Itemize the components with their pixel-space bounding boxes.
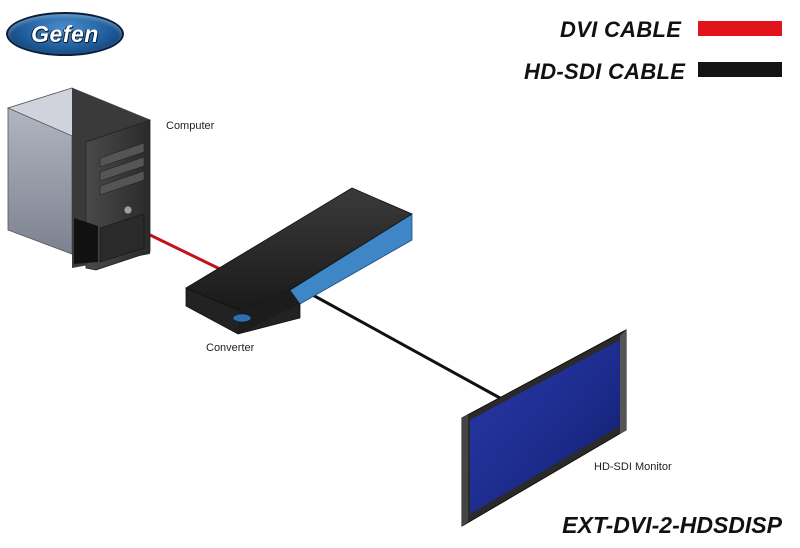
dvi-cable (147, 232, 223, 272)
hdsdi-cable (299, 286, 501, 400)
logo-text: Gefen (31, 20, 99, 47)
legend-label-hdsdi: HD-SDI CABLE (524, 59, 686, 84)
computer-label: Computer (166, 120, 215, 132)
monitor-icon (461, 329, 627, 527)
legend-label-dvi: DVI CABLE (560, 17, 682, 42)
computer-icon (6, 87, 152, 271)
converter-icon (185, 187, 413, 335)
converter-label: Converter (206, 342, 255, 354)
legend-swatch-hdsdi (698, 62, 782, 77)
legend-swatch-dvi (698, 21, 782, 36)
monitor-label: HD-SDI Monitor (594, 461, 672, 473)
model-number: EXT-DVI-2-HDSDISP (562, 512, 782, 538)
gefen-logo: Gefen (6, 12, 124, 56)
